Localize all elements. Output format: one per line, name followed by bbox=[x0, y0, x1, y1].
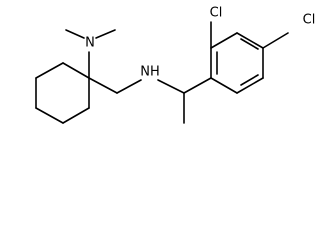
cyclohexane-ring bbox=[35, 62, 90, 124]
benzene-ring bbox=[210, 32, 264, 94]
bond-ar-5 bbox=[236, 77, 264, 94]
atom-cl-right: Cl bbox=[303, 13, 316, 28]
bond-ar-2 bbox=[210, 32, 238, 49]
bond-ring-1 bbox=[62, 62, 90, 79]
bond-c1-ch2 bbox=[88, 77, 118, 94]
molecule-canvas: N NH Cl Cl bbox=[35, 5, 316, 124]
bond-ch2-nh bbox=[116, 79, 142, 94]
bond-n-methyl-left bbox=[65, 29, 85, 39]
bond-ar-3 bbox=[236, 32, 264, 49]
dimethylamino-group bbox=[65, 29, 116, 79]
bond-ring-4 bbox=[35, 107, 64, 124]
bond-n-methyl-right bbox=[95, 29, 116, 39]
bond-ar-6 bbox=[210, 77, 238, 94]
bond-ch-aryl bbox=[183, 77, 212, 94]
atom-n-dimethylamino: N bbox=[85, 36, 95, 51]
bond-ar-double-3 bbox=[240, 74, 259, 86]
bond-nh-ch bbox=[157, 79, 185, 94]
methylene-linker bbox=[88, 77, 185, 94]
bond-ring-5 bbox=[62, 107, 90, 124]
bond-cl-right bbox=[262, 32, 289, 49]
bond-ar-double-2 bbox=[240, 38, 259, 50]
ethyl-branch bbox=[183, 77, 212, 124]
atom-cl-top: Cl bbox=[210, 6, 223, 21]
atom-nh-secondary-amine: NH bbox=[140, 65, 160, 80]
bond-ring-2 bbox=[35, 62, 64, 79]
chloro-substituents bbox=[210, 21, 289, 49]
structure-diagram: N NH Cl Cl bbox=[35, 6, 316, 124]
